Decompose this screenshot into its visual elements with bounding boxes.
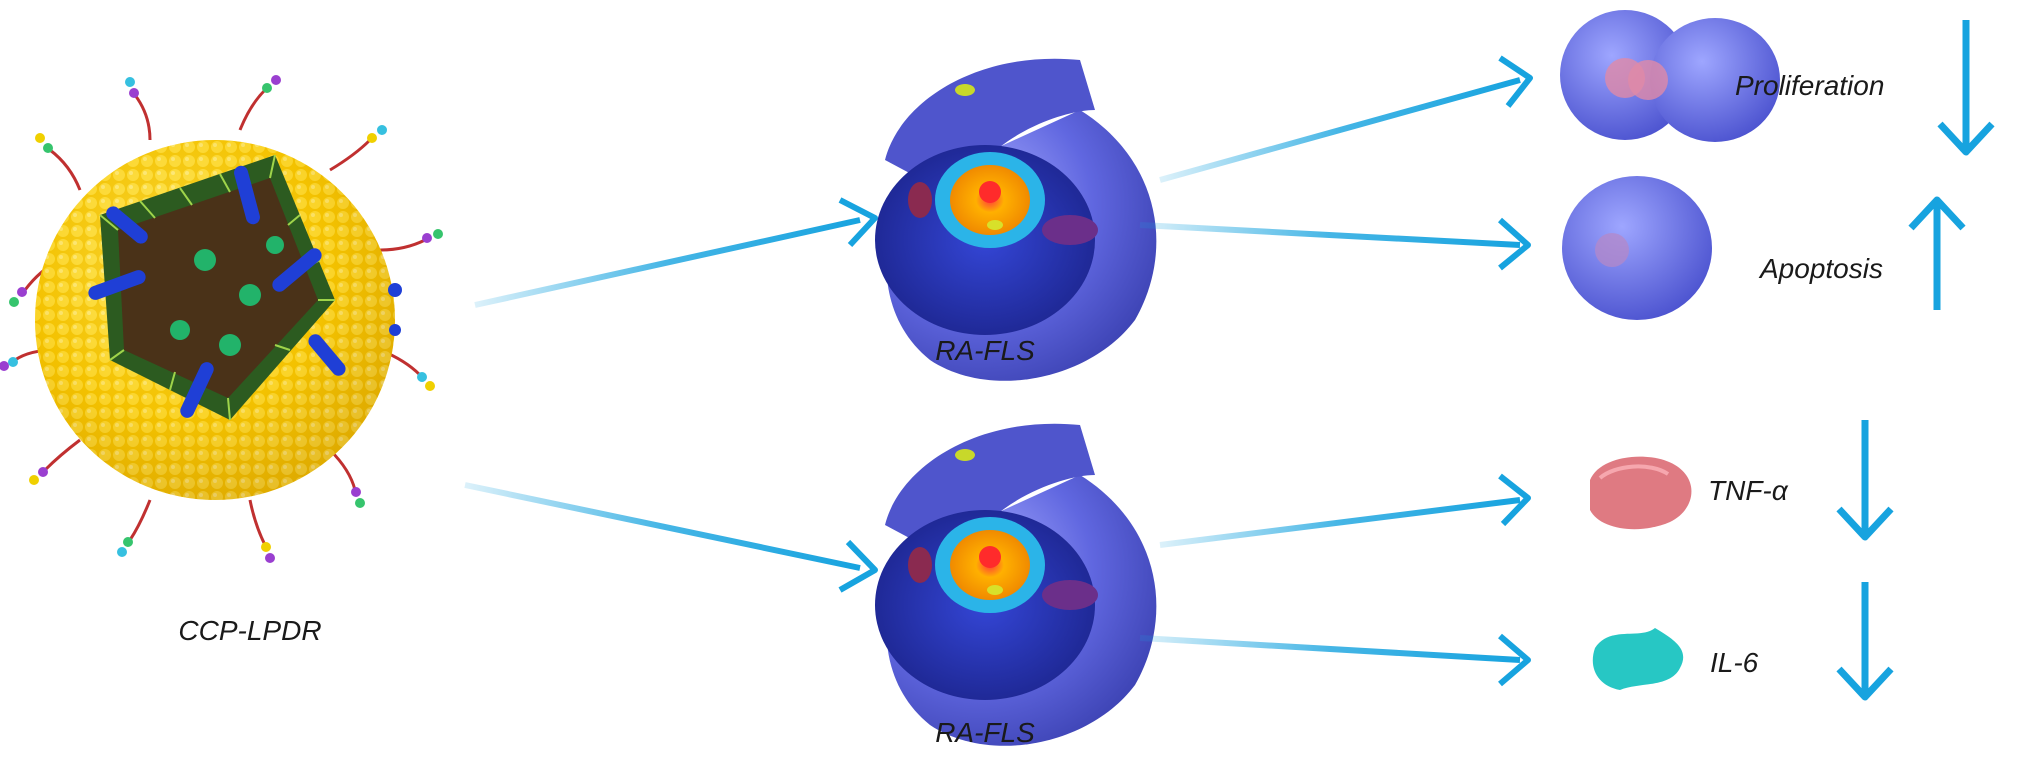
arrow-to-tnf (1159, 473, 1531, 548)
tnf-label: TNF-α (1708, 475, 1789, 506)
arrow-to-cell-top (474, 197, 878, 308)
cell-bottom-label: RA-FLS (935, 717, 1035, 748)
apoptosis-label: Apoptosis (1758, 253, 1883, 284)
nanoparticle-icon (0, 75, 443, 563)
apoptotic-cell-icon (1562, 176, 1712, 320)
il6-protein-icon (1592, 628, 1684, 690)
cell-icon (875, 423, 1157, 746)
arrow-to-cell-bottom (464, 482, 878, 593)
arrow-to-apoptosis (1139, 217, 1531, 271)
proliferation-label: Proliferation (1735, 70, 1884, 101)
down-arrow-icon (1937, 20, 1995, 156)
down-arrow-icon (1836, 582, 1894, 701)
cell-top-label: RA-FLS (935, 335, 1035, 366)
arrow-to-il6 (1139, 633, 1531, 687)
arrow-to-proliferation (1159, 55, 1533, 183)
cell-icon (875, 58, 1157, 381)
nanoparticle-label: CCP-LPDR (178, 615, 321, 646)
dividing-cell-icon (1560, 10, 1780, 142)
tnf-protein-icon (1590, 456, 1692, 530)
up-arrow-icon (1908, 196, 1966, 310)
down-arrow-icon (1836, 420, 1894, 541)
il6-label: IL-6 (1710, 647, 1759, 678)
